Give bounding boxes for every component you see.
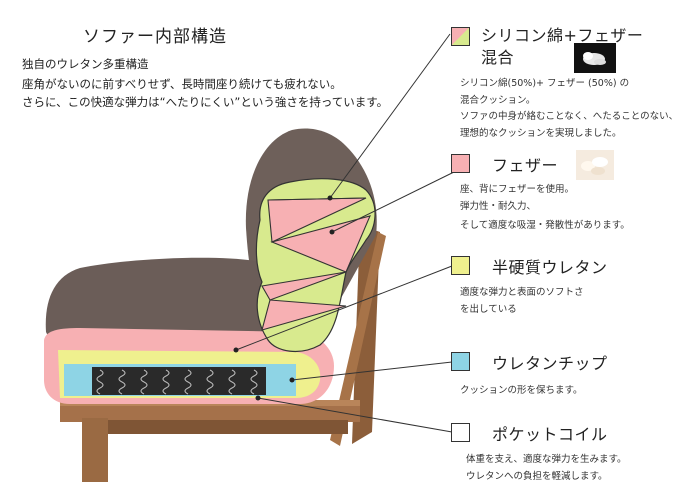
leader-lines: [235, 33, 455, 433]
legend-desc-feather-2: 弾力性・耐久力、: [460, 200, 537, 212]
legend-desc-feather-3: そして適度な吸湿・発散性があります。: [460, 220, 630, 232]
swatch-urethane-chip: [451, 352, 470, 371]
legend-desc-silicone-4: 理想的なクッションを実現しました。: [460, 127, 622, 139]
legend-desc-silicone-3: ソファの中身が絡むことなく、へたることのない、: [460, 111, 679, 123]
page-title: ソファー内部構造: [83, 27, 227, 47]
page-subtitle: 独自のウレタン多重構造: [22, 57, 149, 71]
leader-urethane: [235, 265, 453, 351]
legend-desc-coil-2: ウレタンへの負担を軽減します。: [466, 470, 608, 482]
silicone-fiber-icon: [583, 52, 606, 65]
legend-name-feather: フェザー: [492, 156, 559, 175]
legend-name-chip: ウレタンチップ: [492, 354, 608, 373]
feather-icon: [581, 157, 608, 175]
back-support: [330, 232, 386, 446]
page-description-line1: 座角がないのに前すべりせず、長時間座り続けても疲れない。: [22, 77, 342, 91]
leader-chip: [291, 361, 453, 381]
seat-frame: [60, 404, 360, 422]
feather-photo: [576, 150, 614, 180]
legend-desc-chip: クッションの形を保ちます。: [460, 383, 583, 400]
swatch-urethane: [451, 256, 470, 275]
silicone-photo: [574, 43, 616, 73]
legend-desc-feather: 座、背にフェザーを使用。 弾力性・耐久力、 そして適度な吸湿・発散性があります。: [460, 182, 630, 235]
legend-name-silicone-line1: シリコン綿+フェザー: [481, 26, 644, 45]
legend-desc-silicone-1: シリコン綿(50%)+ フェザー (50%) の: [460, 78, 630, 89]
legend-desc-silicone: シリコン綿(50%)+ フェザー (50%) の 混合クッション。 ソファの中身…: [460, 76, 678, 143]
leader-dots: [233, 195, 335, 401]
seat-rail: [108, 420, 348, 434]
pocket-coil-block: [92, 367, 266, 395]
page-description-line2: さらに、この快適な弾力は“へたりにくい”という強さを持っています。: [22, 95, 389, 109]
legend-desc-feather-1: 座、背にフェザーを使用。: [460, 184, 575, 195]
back-cushion-section: [255, 178, 376, 353]
legend-name-coil: ポケットコイル: [492, 425, 608, 444]
leader-feather: [331, 171, 455, 233]
pocket-coil-springs: [96, 369, 258, 395]
legend-desc-coil-1: 体重を支え、適度な弾力を生みます。: [466, 454, 627, 465]
swatch-feather: [451, 154, 470, 173]
swatch-pocket-coil: [451, 423, 470, 442]
legend-desc-urethane-1: 適度な弾力と表面のソフトさ: [460, 287, 584, 298]
legend-desc-urethane: 適度な弾力と表面のソフトさ を出している: [460, 285, 584, 318]
legend-name-silicone-line2: 混合: [481, 48, 515, 67]
legend-desc-urethane-2: を出している: [460, 303, 517, 315]
swatch-silicone-feather: [451, 27, 470, 46]
leader-silicone: [329, 33, 451, 199]
legend-desc-silicone-2: 混合クッション。: [460, 94, 536, 106]
leader-coil: [257, 397, 453, 433]
legend-name-urethane: 半硬質ウレタン: [492, 258, 608, 277]
legend-desc-chip-1: クッションの形を保ちます。: [460, 385, 583, 396]
legend-desc-coil: 体重を支え、適度な弾力を生みます。 ウレタンへの負担を軽減します。: [466, 452, 627, 485]
front-leg: [82, 418, 108, 482]
